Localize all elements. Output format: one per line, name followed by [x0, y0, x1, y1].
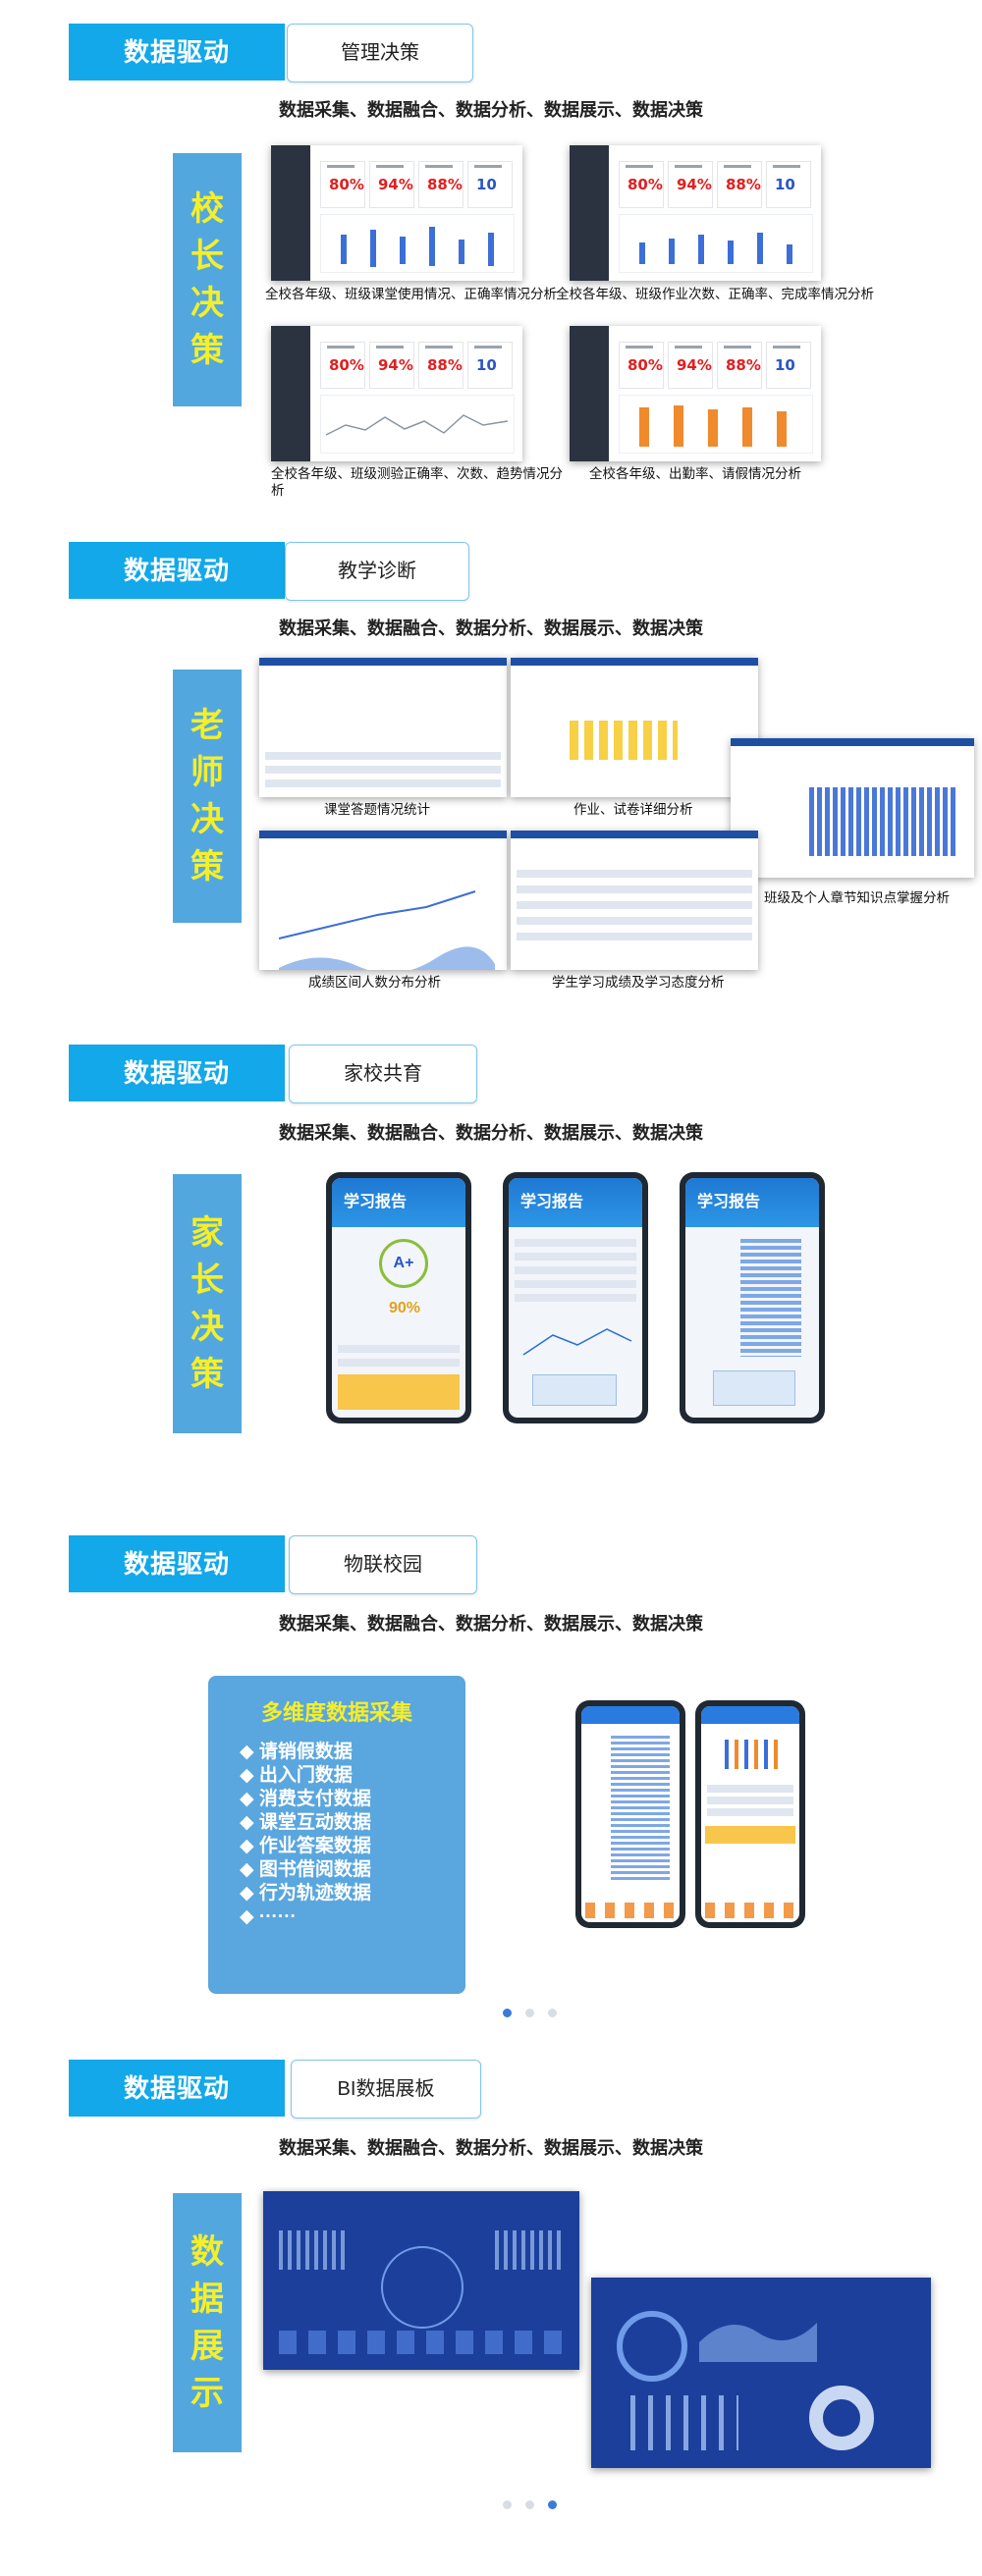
side-char: 展 — [191, 2328, 224, 2365]
dashboard-screenshot: 80% 94% 88% 10 — [570, 145, 821, 281]
subtag-management[interactable]: 管理决策 — [287, 24, 473, 82]
report-title: 学习报告 — [344, 1194, 408, 1210]
side-label-parent: 家 长 决 策 — [173, 1174, 242, 1433]
side-label-display: 数 据 展 示 — [173, 2193, 242, 2452]
caption: 成绩区间人数分布分析 — [308, 975, 441, 990]
data-collection-title: 多维度数据采集 — [260, 1700, 412, 1725]
collection-item: ◆ 作业答案数据 — [240, 1836, 371, 1856]
homework-analysis-screenshot — [511, 658, 758, 797]
carousel-dot[interactable] — [503, 2009, 512, 2017]
caption: 全校各年级、班级作业次数、正确率、完成率情况分析 — [556, 287, 874, 301]
caption: 课堂答题情况统计 — [324, 802, 430, 817]
percent-value: 90% — [389, 1300, 421, 1316]
side-char: 长 — [191, 1261, 224, 1299]
side-char: 据 — [191, 2281, 224, 2318]
caption: 全校各年级、班级测验正确率、次数、趋势情况分析 — [271, 466, 563, 498]
side-char: 示 — [191, 2375, 224, 2412]
phone-report-3: 学习报告 — [680, 1172, 825, 1423]
section-tag-5: 数据驱动 — [69, 2060, 285, 2117]
data-chain-4: 数据采集、数据融合、数据分析、数据展示、数据决策 — [279, 1614, 703, 1634]
subtag-iot-campus[interactable]: 物联校园 — [289, 1535, 477, 1594]
side-char: 决 — [191, 285, 224, 322]
subtag-bi-board[interactable]: BI数据展板 — [291, 2060, 481, 2119]
data-chain-2: 数据采集、数据融合、数据分析、数据展示、数据决策 — [279, 618, 703, 638]
carousel-dot[interactable] — [525, 2009, 534, 2017]
phone-report-2: 学习报告 — [503, 1172, 648, 1423]
side-char: 老 — [191, 707, 224, 744]
bi-dashboard-1 — [263, 2191, 579, 2370]
data-chain-5: 数据采集、数据融合、数据分析、数据展示、数据决策 — [279, 2138, 703, 2158]
learning-attitude-screenshot — [511, 831, 758, 970]
caption: 全校各年级、班级课堂使用情况、正确率情况分析 — [265, 287, 557, 301]
side-label-teacher: 老 师 决 策 — [173, 670, 242, 923]
knowledge-mastery-screenshot — [731, 738, 974, 878]
report-title: 学习报告 — [520, 1194, 584, 1210]
side-label-principal: 校 长 决 策 — [173, 153, 242, 406]
section-tag-2: 数据驱动 — [69, 542, 285, 599]
report-title: 学习报告 — [697, 1194, 761, 1210]
side-char: 决 — [191, 1309, 224, 1346]
side-char: 策 — [191, 1356, 224, 1393]
side-char: 决 — [191, 801, 224, 838]
grade-badge: A+ — [379, 1239, 428, 1288]
carousel-dot[interactable] — [503, 2500, 512, 2509]
dashboard-screenshot: 80% 94% 88% 10 — [570, 326, 821, 461]
side-char: 长 — [191, 238, 224, 275]
collection-item: ◆ 图书借阅数据 — [240, 1859, 371, 1880]
collection-item: ◆ 行为轨迹数据 — [240, 1883, 371, 1904]
data-chain-3: 数据采集、数据融合、数据分析、数据展示、数据决策 — [279, 1123, 703, 1143]
section-tag-4: 数据驱动 — [69, 1535, 285, 1592]
caption: 班级及个人章节知识点掌握分析 — [764, 890, 950, 905]
dashboard-screenshot: 80% 94% 88% 10 — [271, 326, 522, 461]
caption: 作业、试卷详细分析 — [573, 802, 693, 817]
carousel-dot[interactable] — [548, 2009, 557, 2017]
phone-report-1: 学习报告 A+ 90% — [326, 1172, 471, 1423]
collection-item: ◆ 出入门数据 — [240, 1765, 353, 1786]
side-char: 师 — [191, 754, 224, 791]
side-char: 家 — [191, 1214, 224, 1252]
side-char: 策 — [191, 848, 224, 886]
bi-dashboard-2 — [591, 2278, 931, 2468]
collection-item: ◆ 请销假数据 — [240, 1742, 353, 1762]
side-char: 策 — [191, 332, 224, 369]
collection-item: ◆ ······ — [240, 1906, 297, 1927]
classroom-answer-screenshot — [259, 658, 507, 797]
carousel-dots-1[interactable] — [503, 2009, 557, 2017]
carousel-dot[interactable] — [525, 2500, 534, 2509]
data-chain-1: 数据采集、数据融合、数据分析、数据展示、数据决策 — [279, 100, 703, 120]
carousel-dots-2[interactable] — [503, 2500, 557, 2509]
side-char: 数 — [191, 2233, 224, 2271]
data-collection-box: 多维度数据采集 ◆ 请销假数据 ◆ 出入门数据 ◆ 消费支付数据 ◆ 课堂互动数… — [208, 1676, 465, 1994]
phone-iot-2 — [695, 1700, 805, 1928]
carousel-dot[interactable] — [548, 2500, 557, 2509]
dashboard-screenshot: 80% 94% 88% 10 — [271, 145, 522, 281]
collection-item: ◆ 消费支付数据 — [240, 1789, 371, 1809]
side-char: 校 — [191, 190, 224, 228]
subtag-home-school[interactable]: 家校共育 — [289, 1045, 477, 1103]
score-distribution-screenshot — [259, 831, 507, 970]
caption: 全校各年级、出勤率、请假情况分析 — [589, 466, 801, 481]
caption: 学生学习成绩及学习态度分析 — [552, 975, 725, 990]
phone-iot-1 — [575, 1700, 685, 1928]
section-tag-1: 数据驱动 — [69, 24, 285, 80]
subtag-teaching[interactable]: 教学诊断 — [285, 542, 469, 601]
section-tag-3: 数据驱动 — [69, 1045, 285, 1101]
collection-item: ◆ 课堂互动数据 — [240, 1812, 371, 1833]
